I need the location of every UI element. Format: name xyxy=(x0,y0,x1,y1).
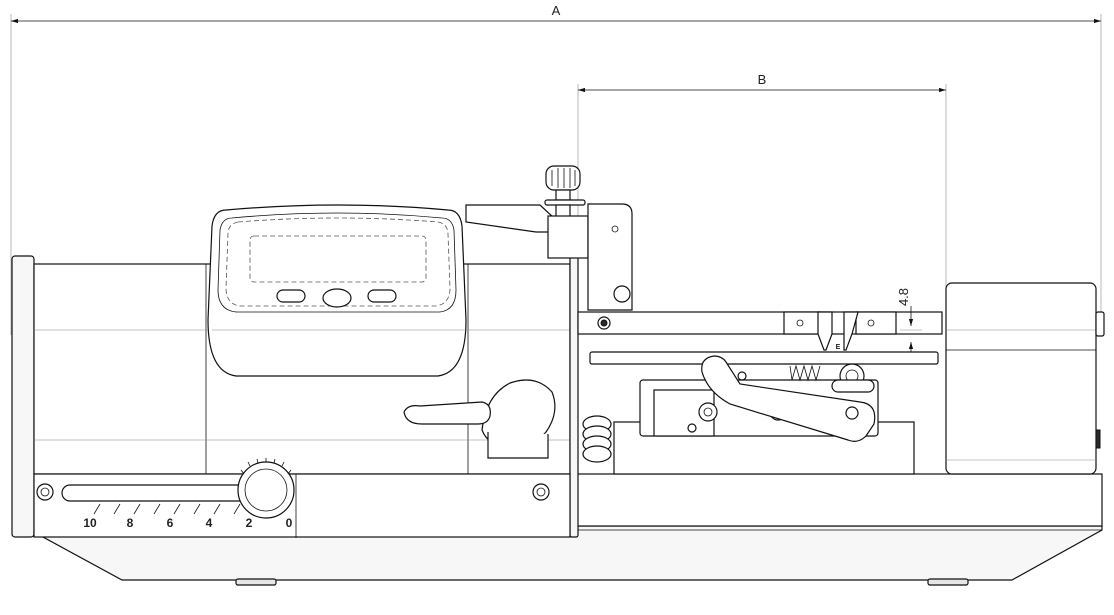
blade-bar: E xyxy=(577,311,943,351)
lower-rail xyxy=(575,473,1103,527)
dimension-b: B xyxy=(577,72,947,305)
depth-scale: 10 8 6 4 2 0 xyxy=(33,473,571,538)
scale-label-6: 6 xyxy=(167,516,174,530)
lcd-screen xyxy=(249,235,427,283)
locking-lever[interactable] xyxy=(403,379,556,459)
scale-label-10: 10 xyxy=(83,516,97,530)
display-button-left[interactable] xyxy=(276,289,306,303)
top-knob[interactable] xyxy=(544,165,586,222)
display-button-right[interactable] xyxy=(367,289,397,303)
scale-label-4: 4 xyxy=(206,516,213,530)
display-button-center[interactable] xyxy=(322,288,352,308)
scale-label-8: 8 xyxy=(127,516,134,530)
digital-display xyxy=(207,204,467,377)
bracket-arm xyxy=(465,203,633,311)
clamp-lever[interactable] xyxy=(701,355,876,442)
dimension-b-label: B xyxy=(758,72,767,87)
base-plate xyxy=(13,525,1103,586)
adjustment-knob[interactable] xyxy=(237,458,295,519)
dimension-height-label: 4.8 xyxy=(896,288,911,306)
table-plate xyxy=(589,351,939,365)
blade-e-label: E xyxy=(836,344,841,351)
scale-label-0: 0 xyxy=(286,516,293,530)
dimension-a: A xyxy=(10,3,1102,335)
scale-label-2: 2 xyxy=(246,516,253,530)
end-block xyxy=(945,282,1105,475)
spring-coil xyxy=(582,415,612,463)
dimension-a-label: A xyxy=(552,3,561,18)
